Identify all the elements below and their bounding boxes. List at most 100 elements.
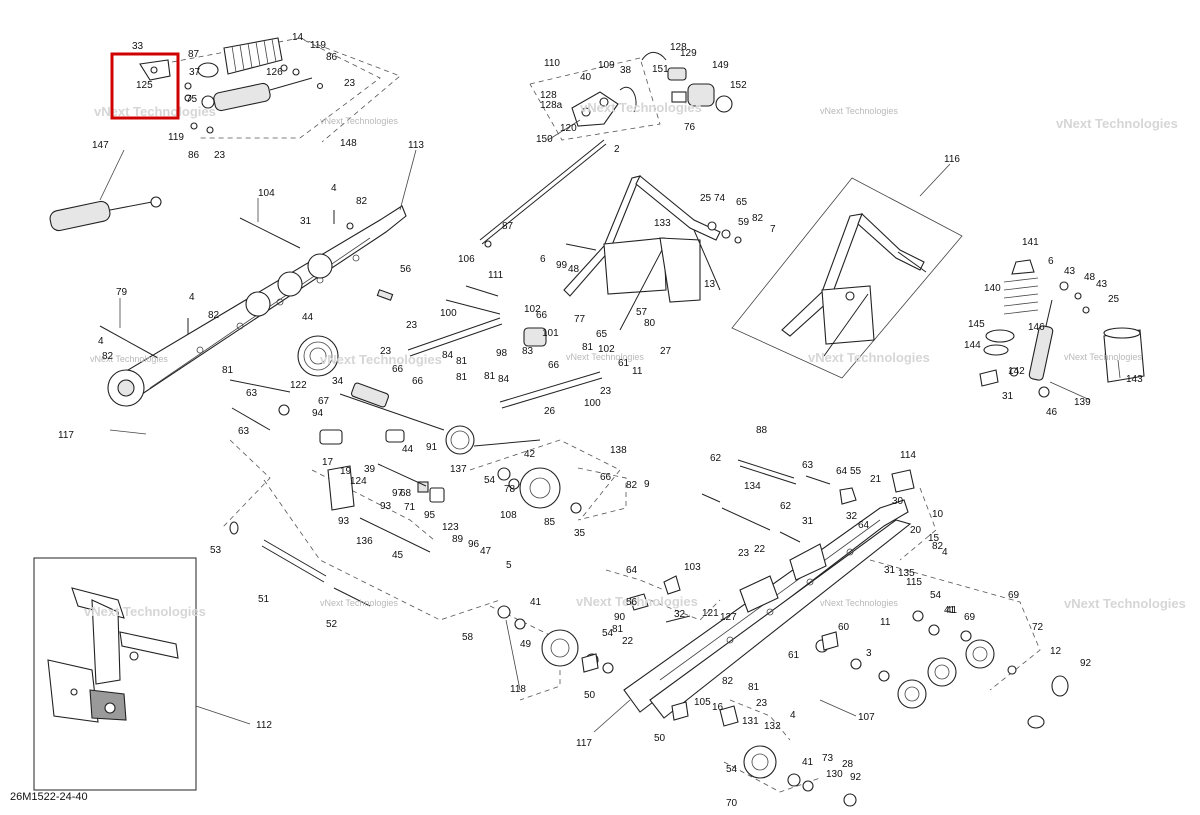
callout-label: 22 [754, 544, 766, 555]
callout-label: 96 [468, 539, 480, 550]
leader-lines [99, 119, 1121, 733]
callout-label: 116 [944, 154, 960, 165]
callout-label: 88 [756, 425, 768, 436]
callout-label: 144 [964, 340, 981, 351]
callout-label: 10 [932, 509, 944, 520]
callout-label: 103 [684, 562, 701, 573]
callout-label: 52 [326, 619, 338, 630]
callout-label: 113 [408, 140, 424, 151]
callout-label: 140 [984, 283, 1001, 294]
callout-label: 53 [210, 545, 222, 556]
callout-label: 4 [98, 336, 104, 347]
callout-label: 4 [331, 183, 337, 194]
callout-label: 143 [1126, 374, 1143, 385]
callout-label: 33 [132, 41, 144, 52]
callout-label: 133 [654, 218, 671, 229]
callout-label: 42 [524, 449, 536, 460]
callout-label: 84 [498, 374, 510, 385]
callout-label: 63 [238, 426, 250, 437]
callout-label: 34 [332, 376, 344, 387]
callout-label: 134 [744, 481, 761, 492]
callout-label: 128a [540, 100, 563, 111]
callout-label: 46 [1046, 407, 1058, 418]
callout-label: 63 [246, 388, 258, 399]
callout-label: 129 [680, 48, 697, 59]
callout-label: 44 [402, 444, 414, 455]
callout-label: 5 [506, 560, 512, 571]
callout-label: 41 [530, 597, 542, 608]
callout-label: 150 [536, 134, 553, 145]
callout-label: 49 [520, 639, 532, 650]
callout-label: 117 [58, 430, 74, 441]
callout-label: 107 [858, 712, 875, 723]
center-top-arm [563, 175, 742, 331]
callout-label: 23 [738, 548, 750, 559]
callout-label: 82 [752, 213, 764, 224]
watermark: vNext Technologies [1056, 116, 1178, 131]
callout-label: 97 [392, 488, 404, 499]
callout-label: 28 [842, 759, 854, 770]
callout-label: 127 [720, 612, 737, 623]
callout-label: 135 [898, 568, 915, 579]
callout-label: 120 [560, 123, 577, 134]
inset-112 [33, 557, 197, 791]
callout-label: 92 [850, 772, 862, 783]
callout-label: 112 [256, 720, 272, 731]
callout-label: 142 [1008, 366, 1025, 377]
callout-label: 23 [406, 320, 418, 331]
rear-shock-147 [49, 196, 162, 232]
callout-label: 50 [654, 733, 666, 744]
callout-label: 64 [626, 565, 638, 576]
callout-label: 22 [622, 636, 634, 647]
callout-label: 104 [258, 188, 275, 199]
callout-label: 45 [392, 550, 404, 561]
callout-label: 123 [442, 522, 459, 533]
watermark: vNext Technologies [576, 594, 698, 609]
callout-label: 11 [632, 366, 643, 377]
callout-label: 68 [400, 488, 412, 499]
callout-label: 23 [344, 78, 356, 89]
callout-label: 58 [462, 632, 474, 643]
top-center-linkage [479, 52, 733, 248]
center-lower-arm [229, 285, 603, 607]
watermark: vNext Technologies [90, 354, 168, 364]
callout-label: 12 [1050, 646, 1062, 657]
right-shock-139 [979, 259, 1145, 398]
watermark: vNext Technologies [94, 104, 216, 119]
callout-label: 76 [684, 122, 696, 133]
callout-label: 23 [380, 346, 392, 357]
callout-label: 30 [892, 496, 904, 507]
callout-label: 69 [964, 612, 976, 623]
watermark: vNext Technologies [820, 598, 898, 608]
callout-label: 147 [92, 140, 109, 151]
callout-label: 17 [322, 457, 334, 468]
callout-label: 7 [770, 224, 776, 235]
callout-label: 74 [714, 193, 726, 204]
callout-label: 15 [928, 533, 940, 544]
callout-label: 43 [1064, 266, 1076, 277]
callout-label: 83 [522, 346, 534, 357]
callout-label: 51 [258, 594, 270, 605]
callout-label: 131 [742, 716, 759, 727]
callout-label: 47 [480, 546, 492, 557]
callout-label: 25 [1108, 294, 1120, 305]
callout-label: 119 [168, 132, 184, 143]
callout-label: 108 [500, 510, 517, 521]
watermark: vNext Technologies [808, 350, 930, 365]
callout-label: 54 [930, 590, 942, 601]
callout-label: 82 [626, 480, 638, 491]
callout-label: 75 [186, 94, 198, 105]
watermark: vNext Technologies [1064, 352, 1142, 362]
callout-label: 121 [702, 608, 719, 619]
callout-label: 64 [858, 520, 870, 531]
callout-label: 118 [510, 684, 526, 695]
group-outlines [171, 37, 1041, 793]
callout-label: 65 [596, 329, 608, 340]
callout-label: 71 [404, 502, 416, 513]
callout-label: 3 [866, 648, 872, 659]
callout-label: 90 [614, 612, 626, 623]
callout-label: 41 [946, 605, 958, 616]
callout-label: 54 [726, 764, 738, 775]
left-rail [99, 205, 407, 407]
